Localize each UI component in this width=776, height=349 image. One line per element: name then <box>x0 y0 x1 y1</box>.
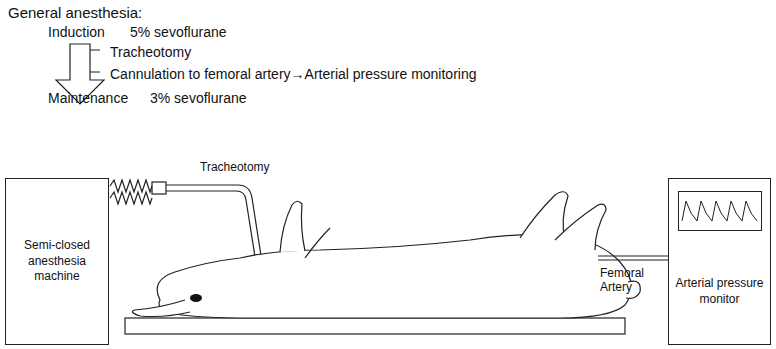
text-label: General anesthesia: <box>8 4 142 22</box>
connector <box>152 182 166 194</box>
text-label: 5% sevoflurane <box>130 24 227 41</box>
rabbit-hindleg <box>520 192 568 240</box>
text-label: Femoral Artery <box>600 266 662 295</box>
box-label: Arterial pressure monitor <box>669 276 770 307</box>
text-label: Tracheotomy <box>200 160 270 174</box>
rabbit-ear <box>132 300 190 317</box>
arterial-line <box>598 255 670 256</box>
rabbit-foreleg <box>280 201 305 252</box>
monitor-screen <box>678 191 762 231</box>
table <box>125 318 625 334</box>
monitor-box: Arterial pressure monitor <box>668 178 771 345</box>
text-label: Induction <box>48 24 105 41</box>
rabbit-eye <box>190 294 202 302</box>
text-label: Cannulation to femoral artery→Arterial p… <box>110 66 477 83</box>
text-label: Tracheotomy <box>110 44 191 61</box>
text-label: 3% sevoflurane <box>150 90 247 107</box>
box-label: Semi-closed anesthesia machine <box>6 238 108 285</box>
corrugated-tube <box>110 180 152 192</box>
rabbit-body <box>157 235 631 318</box>
tracheal-tube <box>166 185 262 262</box>
text-label: Maintenance <box>48 90 128 107</box>
anesthesia-machine-box: Semi-closed anesthesia machine <box>5 178 109 345</box>
